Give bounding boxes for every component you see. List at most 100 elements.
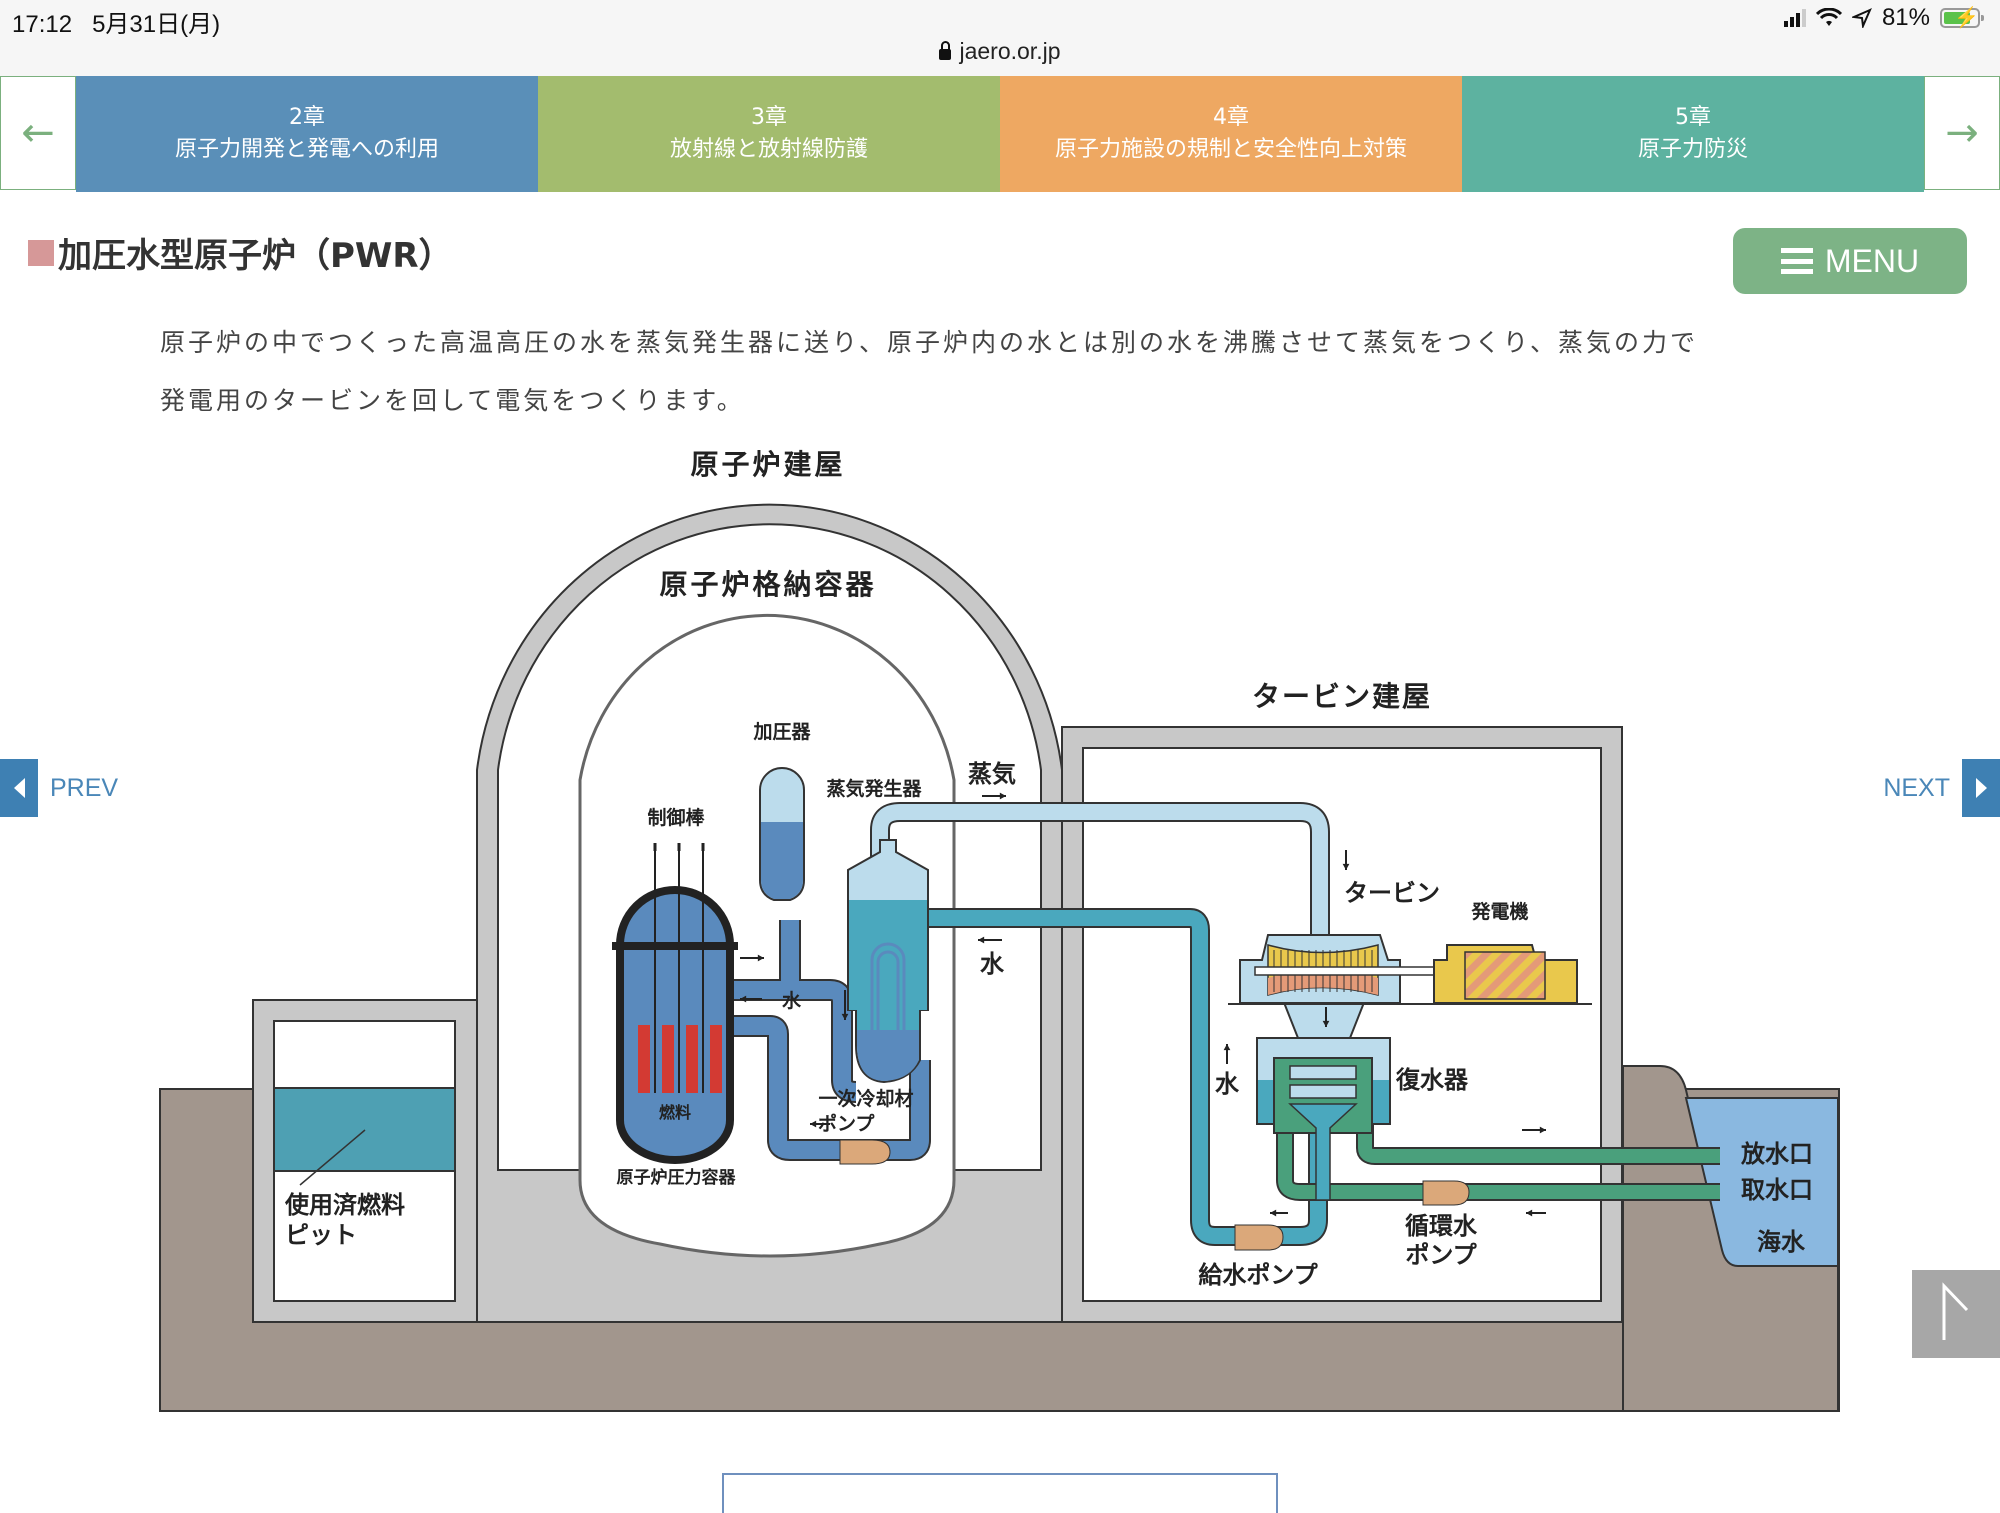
label-containment: 原子炉格納容器: [659, 568, 876, 601]
fuel-rods: [638, 1025, 722, 1093]
label-primary-pump-2: ポンプ: [818, 1112, 875, 1135]
chapter-title: 原子力施設の規制と安全性向上対策: [1054, 137, 1407, 162]
status-time: 17:12 5月31日(月): [12, 4, 220, 39]
prev-page-button[interactable]: PREV: [0, 759, 118, 817]
arrow-up-icon: [1942, 1282, 1969, 1340]
condenser-neck: [1281, 999, 1367, 1039]
chapter-tab-4[interactable]: 4章原子力施設の規制と安全性向上対策: [1000, 76, 1462, 192]
label-pressurizer: 加圧器: [752, 721, 811, 743]
control-rod-tip: [677, 843, 681, 851]
seawater: [1684, 1097, 1839, 1267]
caret-right-icon: [1962, 759, 2000, 817]
chapter-number: 4章: [1213, 105, 1249, 130]
hamburger-icon: [1780, 248, 1813, 274]
control-rods: [653, 843, 705, 1093]
label-control-rods: 制御棒: [647, 806, 705, 829]
arrow-right-icon: →: [1945, 110, 1979, 156]
menu-button[interactable]: MENU: [1733, 228, 1967, 294]
label-condenser: 復水器: [1395, 1066, 1469, 1094]
chapter-number: 3章: [751, 105, 787, 130]
label-primary-pump-1: 一次冷却材: [818, 1087, 913, 1110]
arrow-left-icon: ←: [21, 110, 55, 156]
battery-charging-icon: ⚡: [1940, 7, 1984, 29]
chapter-next-button[interactable]: →: [1924, 76, 2000, 190]
fuel-rod: [662, 1025, 674, 1093]
label-steam-generator: 蒸気発生器: [826, 777, 922, 800]
label-circ-pump-2: ポンプ: [1405, 1241, 1477, 1269]
wifi-icon: [1815, 8, 1842, 26]
flow-arrow-head: [1223, 1044, 1231, 1051]
intro-paragraph: 原子炉の中でつくった高温高圧の水を蒸気発生器に送り、原子炉内の水とは別の水を沸騰…: [160, 314, 1860, 430]
label-circ-pump-1: 循環水: [1405, 1212, 1478, 1240]
label-feedwater-pump: 給水ポンプ: [1198, 1261, 1318, 1289]
chapter-number: 5章: [1675, 105, 1711, 130]
chapter-tab-5[interactable]: 5章原子力防災: [1462, 76, 1924, 192]
label-water-feed: 水: [980, 950, 1005, 978]
fuel-rod: [710, 1025, 722, 1093]
content-box: [722, 1473, 1278, 1513]
flow-arrow-head: [1322, 1020, 1330, 1027]
label-spent-fuel-1: 使用済燃料: [284, 1191, 405, 1219]
battery-percent: 81%: [1881, 4, 1930, 31]
flow-arrow-head: [1539, 1126, 1546, 1134]
chapter-nav: ← 2章原子力開発と発電への利用 3章放射線と放射線防護 4章原子力施設の規制と…: [0, 76, 2000, 192]
label-turbine: タービン: [1344, 879, 1440, 907]
prev-label: PREV: [50, 773, 119, 802]
control-rod-tip: [653, 843, 657, 851]
chapter-title: 原子力防災: [1637, 137, 1748, 162]
page-title: 加圧水型原子炉（PWR）: [28, 228, 453, 277]
label-seawater: 海水: [1757, 1228, 1806, 1256]
label-water-primary: 水: [782, 990, 802, 1012]
circulating-water-pump: [1422, 1180, 1470, 1206]
spent-fuel-leader: [299, 1129, 366, 1186]
flow-arrow-head: [757, 954, 764, 962]
next-page-button[interactable]: NEXT: [1883, 759, 2000, 817]
location-arrow-icon: [1851, 8, 1872, 28]
label-fuel: 燃料: [659, 1103, 691, 1122]
chapter-number: 2章: [289, 105, 325, 130]
feedwater-pump: [1234, 1224, 1284, 1251]
date: 5月31日(月): [92, 11, 221, 38]
fuel-rod: [686, 1025, 698, 1093]
chapter-title: 放射線と放射線防護: [669, 137, 868, 162]
intro-line-2: 発電用のタービンを回して電気をつくります。: [160, 386, 745, 415]
flow-arrow-head: [1270, 1209, 1277, 1217]
label-spent-fuel-2: ピット: [285, 1221, 357, 1249]
vessel-flange: [612, 942, 738, 950]
page-title-text: 加圧水型原子炉（PWR）: [58, 236, 453, 276]
clock: 17:12: [12, 11, 73, 38]
status-bar: 17:12 5月31日(月) 81% ⚡ jaero.or.jp: [0, 0, 2000, 76]
label-generator: 発電機: [1470, 900, 1528, 923]
sg-u-tubes: [870, 942, 906, 1030]
flow-arrows: [740, 792, 1546, 1217]
label-intake: 取水口: [1741, 1176, 1813, 1204]
chapter-tab-3[interactable]: 3章放射線と放射線防護: [538, 76, 1000, 192]
label-turbine-building: タービン建屋: [1252, 680, 1432, 713]
chapter-tab-2[interactable]: 2章原子力開発と発電への利用: [76, 76, 538, 192]
chapter-prev-button[interactable]: ←: [0, 76, 76, 190]
label-reactor-building: 原子炉建屋: [690, 448, 845, 481]
fuel-rod: [638, 1025, 650, 1093]
generator-rotor: [1464, 951, 1546, 1000]
flow-arrow-head: [740, 995, 747, 1003]
flow-arrow-head: [810, 1120, 817, 1128]
label-pressure-vessel: 原子炉圧力容器: [617, 1167, 737, 1188]
next-label: NEXT: [1883, 773, 1950, 802]
url-text: jaero.or.jp: [959, 38, 1061, 64]
cellular-signal-icon: [1783, 9, 1806, 27]
status-icons: 81% ⚡: [1783, 4, 1984, 32]
chapter-title: 原子力開発と発電への利用: [174, 137, 439, 162]
flow-arrow-head: [999, 792, 1006, 800]
flow-arrow-head: [841, 1013, 849, 1020]
primary-coolant-pump: [839, 1139, 891, 1165]
control-rod-tip: [701, 843, 705, 851]
intro-line-1: 原子炉の中でつくった高温高圧の水を蒸気発生器に送り、原子炉内の水とは別の水を沸騰…: [160, 328, 1699, 357]
label-discharge: 放水口: [1740, 1140, 1813, 1168]
address-bar[interactable]: jaero.or.jp: [0, 38, 2000, 65]
label-steam: 蒸気: [968, 760, 1016, 788]
flow-arrow-head: [1526, 1209, 1533, 1217]
menu-label: MENU: [1824, 242, 1920, 279]
flow-arrow-head: [978, 936, 985, 944]
scroll-to-top-button[interactable]: [1912, 1270, 2000, 1358]
